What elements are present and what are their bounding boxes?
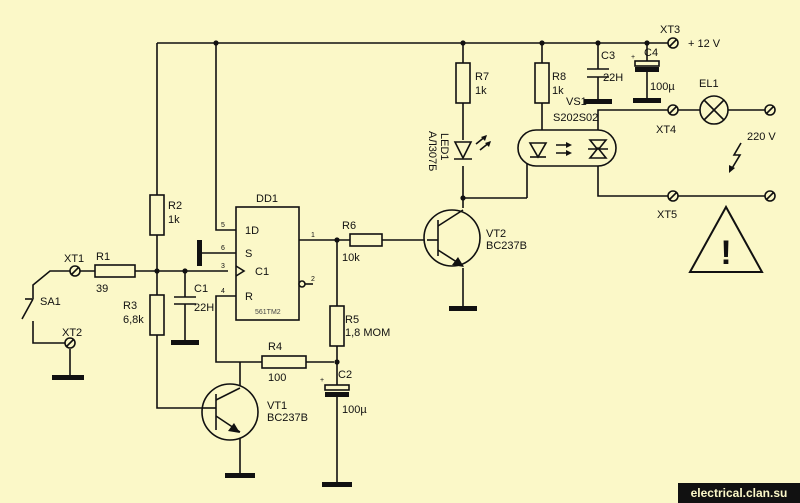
value-r2: 1k (168, 214, 180, 226)
value-c4: 100µ (650, 81, 675, 93)
terminal-xt5 (667, 190, 679, 202)
dd1-pin-c: C1 (255, 266, 269, 278)
dd1-pin-d: 1D (245, 225, 259, 237)
value-c2: 100µ (342, 404, 367, 416)
label-r3: R3 (123, 300, 137, 312)
dd1-pinnum-s: 6 (221, 245, 225, 252)
value-r3: 6,8k (123, 314, 144, 326)
capacitor-c3 (587, 68, 609, 78)
value-vs1: S202S02 (553, 112, 598, 124)
transistor-vt1 (201, 383, 259, 441)
warning-mark: ! (720, 234, 731, 272)
watermark: electrical.clan.su (678, 483, 800, 503)
terminal-xt2 (64, 337, 76, 349)
value-r7: 1k (475, 85, 487, 97)
capacitor-c1 (174, 296, 196, 305)
svg-text:+: + (631, 54, 635, 61)
label-r2: R2 (168, 200, 182, 212)
label-r5: R5 (345, 314, 359, 326)
label-vt2: VT2 (486, 228, 506, 240)
label-vt1: VT1 (267, 400, 287, 412)
led1 (453, 135, 491, 160)
lightning-icon (729, 142, 742, 173)
label-xt5: XT5 (657, 209, 677, 221)
label-xt1: XT1 (64, 253, 84, 265)
transistor-vt2 (423, 209, 481, 267)
label-sa1: SA1 (40, 296, 61, 308)
label-xt2: XT2 (62, 327, 82, 339)
labels: XT1 XT2 XT3 XT4 XT5 SA1 + 12 V 220 V EL1… (40, 24, 776, 424)
label-r4: R4 (268, 341, 282, 353)
dd1-pinnum-q: 1 (311, 232, 315, 239)
label-r1: R1 (96, 251, 110, 263)
resistor-r3 (149, 294, 165, 336)
capacitor-c2: + (320, 377, 350, 397)
value-vt2: BC237B (486, 240, 527, 252)
watermark-text: electrical.clan.su (691, 486, 788, 500)
terminal-xt4 (667, 104, 679, 116)
label-c1: C1 (194, 283, 208, 295)
resistor-r7 (455, 62, 471, 104)
capacitor-c4: + (631, 54, 660, 72)
dd1-pin-s: S (245, 248, 252, 260)
terminal-mains-a (764, 104, 776, 116)
vs1-optotriac (517, 129, 617, 167)
label-dd1: DD1 (256, 193, 278, 205)
value-r4: 100 (268, 372, 286, 384)
terminal-xt3 (667, 37, 679, 49)
dd1-chip-type: 561TM2 (255, 309, 281, 316)
switch-sa1 (21, 298, 34, 320)
dd1-pinnum-r: 4 (221, 288, 225, 295)
resistor-r1 (94, 264, 136, 278)
label-c3: C3 (601, 50, 615, 62)
label-mains: 220 V (747, 131, 776, 143)
label-c4: C4 (644, 47, 658, 59)
dd1-pinnum-d: 5 (221, 222, 225, 229)
label-r8: R8 (552, 71, 566, 83)
label-r7: R7 (475, 71, 489, 83)
resistor-r2 (149, 194, 165, 236)
resistor-r8 (534, 62, 550, 104)
value-r1: 39 (96, 283, 108, 295)
dd1-pinnum-c: 3 (221, 263, 225, 270)
label-xt3: XT3 (660, 24, 680, 36)
resistor-r4 (261, 355, 307, 369)
dd1-pinnum-nq: 2 (311, 276, 315, 283)
label-supply: + 12 V (688, 38, 721, 50)
resistor-r6 (349, 233, 383, 247)
junction-dots (154, 40, 650, 365)
resistor-r5 (329, 305, 345, 347)
value-vt1: BC237B (267, 412, 308, 424)
value-c3: 22H (603, 72, 623, 84)
value-led1: АЛ307Б (426, 131, 438, 171)
dd1-flip-flop (235, 206, 313, 321)
label-c2: C2 (338, 369, 352, 381)
svg-text:+: + (320, 377, 324, 384)
label-xt4: XT4 (656, 124, 676, 136)
el1-lamp (699, 95, 729, 125)
label-el1: EL1 (699, 78, 719, 90)
label-led1: LED1 (438, 133, 450, 161)
terminals (64, 37, 776, 349)
terminal-mains-b (764, 190, 776, 202)
warning-triangle-icon: ! (688, 204, 764, 273)
ground-symbols (52, 98, 661, 487)
value-r8: 1k (552, 85, 564, 97)
value-c1: 22H (194, 302, 214, 314)
label-vs1: VS1 (566, 96, 587, 108)
wires (32, 42, 766, 482)
terminal-xt1 (69, 265, 81, 277)
dd1-pin-r: R (245, 291, 253, 303)
label-r6: R6 (342, 220, 356, 232)
value-r5: 1,8 MOM (345, 327, 390, 339)
value-r6: 10k (342, 252, 360, 264)
